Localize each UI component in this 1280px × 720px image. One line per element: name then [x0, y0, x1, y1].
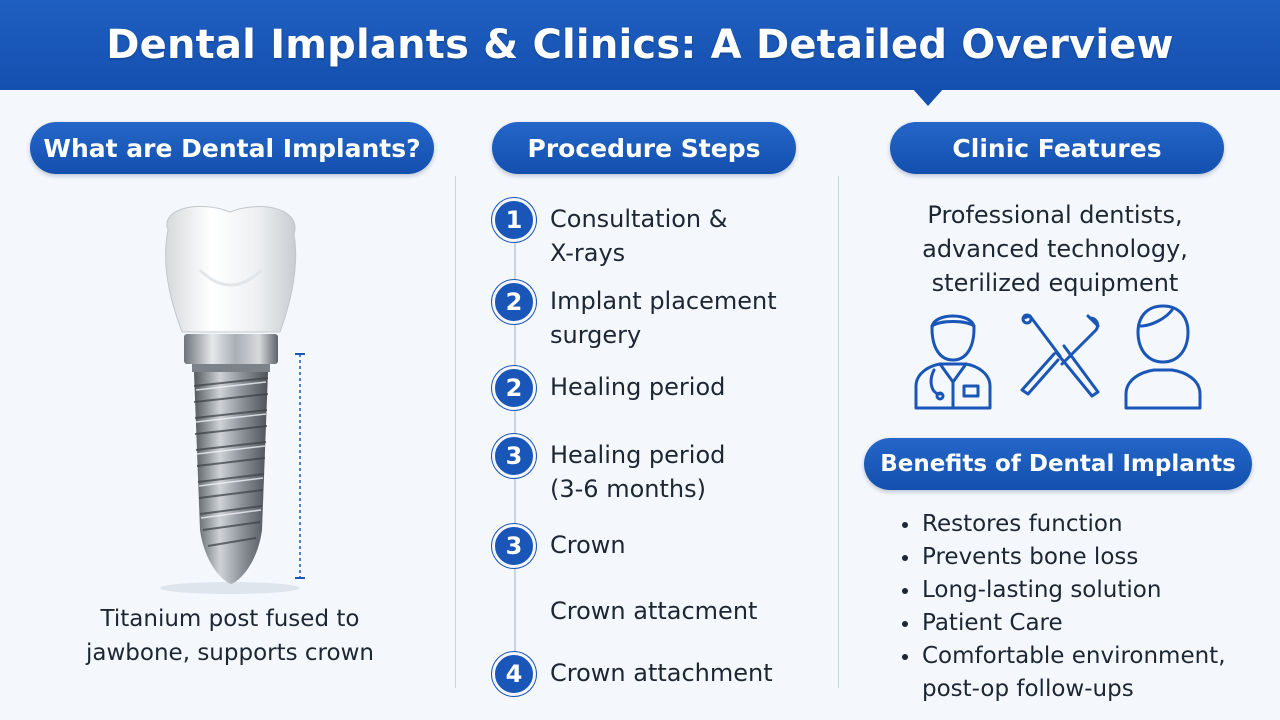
- list-item: Long-lasting solution: [900, 574, 1260, 607]
- step-number-badge: 3: [492, 524, 536, 568]
- dental-tools-icon: [1020, 313, 1100, 398]
- benefits-list: Restores function Prevents bone loss Lon…: [900, 508, 1260, 706]
- step-label: Crown attacment: [550, 597, 758, 625]
- step-label: Implant placement surgery: [550, 287, 777, 349]
- list-item: Patient Care: [900, 607, 1260, 640]
- column-divider-left: [455, 176, 456, 688]
- title-banner: Dental Implants & Clinics: A Detailed Ov…: [0, 0, 1280, 90]
- procedure-steps-heading: Procedure Steps: [492, 122, 796, 174]
- step-number-badge: 2: [492, 366, 536, 410]
- step-number-badge: 3: [492, 434, 536, 478]
- caption-line-1: Titanium post fused to: [100, 606, 360, 632]
- step-item: 1 Consultation & X-rays: [492, 198, 800, 270]
- column-divider-right: [838, 176, 839, 688]
- dentist-icon: [914, 314, 992, 410]
- page-title: Dental Implants & Clinics: A Detailed Ov…: [106, 22, 1174, 68]
- step-number-badge: 4: [492, 652, 536, 696]
- step-label: Healing period (3-6 months): [550, 441, 726, 503]
- step-item: 3 Crown: [492, 524, 800, 568]
- patient-icon: [1124, 304, 1202, 410]
- list-item: Comfortable environment,: [900, 640, 1260, 673]
- step-label: Crown: [550, 531, 626, 559]
- step-label: Healing period: [550, 373, 726, 401]
- step-item: 4 Crown attachment: [492, 652, 800, 696]
- banner-notch: [912, 88, 944, 106]
- clinic-features-heading: Clinic Features: [890, 122, 1224, 174]
- step-number-badge: 1: [492, 198, 536, 242]
- dental-implant-illustration: [160, 205, 305, 594]
- step-item: Crown attacment: [492, 590, 800, 628]
- what-are-implants-heading: What are Dental Implants?: [30, 122, 434, 174]
- step-item: 2 Implant placement surgery: [492, 280, 800, 352]
- clinic-feature-icons: [910, 300, 1210, 415]
- step-item: 2 Healing period: [492, 366, 800, 410]
- step-number-badge: 2: [492, 280, 536, 324]
- benefits-heading: Benefits of Dental Implants: [864, 438, 1252, 490]
- implant-caption: Titanium post fused to jawbone, supports…: [40, 602, 420, 670]
- step-item: 3 Healing period (3-6 months): [492, 434, 800, 506]
- list-item: Restores function: [900, 508, 1260, 541]
- step-label: Crown attachment: [550, 659, 773, 687]
- step-label: Consultation & X-rays: [550, 205, 728, 267]
- list-item: post-op follow-ups: [922, 676, 1134, 702]
- list-item: Prevents bone loss: [900, 541, 1260, 574]
- caption-line-2: jawbone, supports crown: [86, 640, 374, 666]
- clinic-features-description: Professional dentists, advanced technolo…: [922, 201, 1188, 297]
